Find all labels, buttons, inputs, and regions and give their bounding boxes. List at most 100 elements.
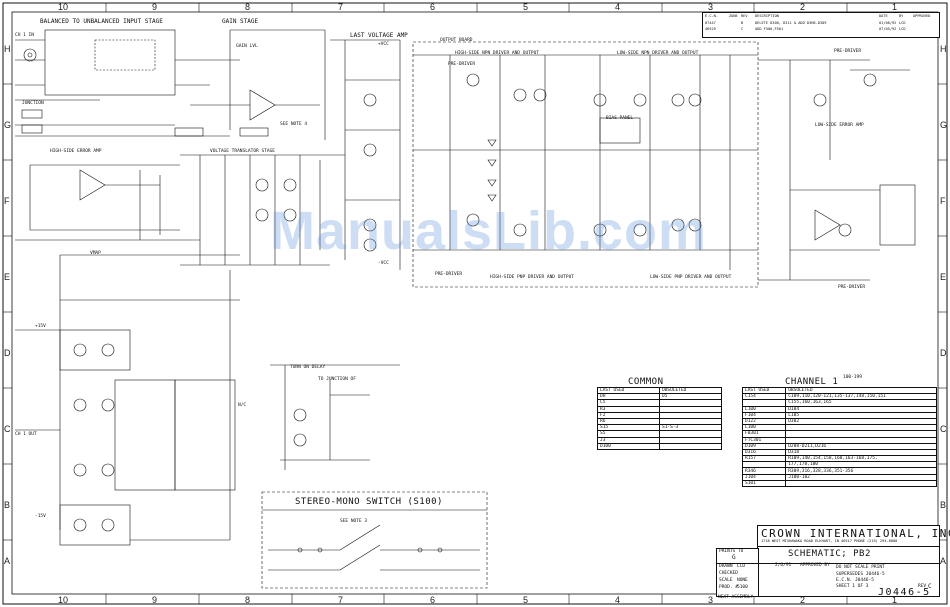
grid-col-bottom: 7: [338, 595, 344, 605]
table-cell: [785, 479, 937, 488]
revision-header: ZONE: [729, 14, 738, 18]
grid-col-top: 6: [430, 2, 436, 12]
revision-header: REV: [741, 14, 748, 18]
approved-by-label: APPROVED BY: [800, 563, 830, 568]
revision-cell: B: [741, 21, 744, 25]
grid-row-right: E: [940, 272, 947, 282]
vcc-pos-label: +VCC: [378, 42, 389, 47]
nc-label: N/C: [238, 403, 247, 408]
revision-cell: 07/05/92: [879, 27, 897, 31]
prints-to-label: PRINTS TO: [719, 549, 744, 554]
grid-col-top: 8: [245, 2, 251, 12]
grid-row-right: B: [940, 500, 947, 510]
revision-header: APPROVED: [913, 14, 931, 18]
hs-pnp-driver-label: HIGH-SIDE PNP DRIVER AND OUTPUT: [490, 275, 574, 280]
do-not-scale-label: DO NOT SCALE PRINT: [836, 565, 885, 570]
grid-col-top: 10: [58, 2, 69, 12]
grid-col-top: 9: [152, 2, 158, 12]
grid-col-bottom: 1: [892, 595, 898, 605]
to-junction-label: TO JUNCTION OF: [318, 377, 356, 382]
low-side-error-amp-label: LOW-SIDE ERROR AMP: [815, 123, 864, 128]
revision-cell: 46529: [705, 27, 716, 31]
pos-15v-label: +15V: [35, 324, 46, 329]
grid-col-top: 2: [800, 2, 806, 12]
gain-stage-label: GAIN STAGE: [222, 18, 259, 25]
grid-row-left: B: [4, 500, 11, 510]
grid-col-top: 1: [892, 2, 898, 12]
neg-15v-label: -15V: [35, 514, 46, 519]
grid-col-bottom: 10: [58, 595, 69, 605]
grid-row-right: F: [940, 196, 946, 206]
grid-col-bottom: 2: [800, 595, 806, 605]
revision-cell: 07447: [705, 21, 716, 25]
grid-col-top: 3: [708, 2, 714, 12]
table-row: D100: [597, 442, 722, 450]
vmap-label: VMAP: [90, 251, 101, 256]
prod-label: PROD. #: [719, 585, 738, 590]
rev-value: C: [928, 583, 932, 590]
grid-row-right: G: [940, 120, 948, 130]
sheet-label: SHEET 1 OF 3: [836, 584, 869, 589]
grid-col-bottom: 3: [708, 595, 714, 605]
schematic-title: SCHEMATIC; PB2: [788, 549, 871, 559]
checked-label: CHECKED: [719, 571, 738, 576]
bias-panel-label: BIAS PANEL: [606, 116, 634, 121]
note3-label: SEE NOTE 3: [340, 519, 368, 524]
hs-npn-driver-label: HIGH-SIDE NPN DRIVER AND OUTPUT: [455, 51, 539, 56]
scale-label: SCALE: [719, 578, 733, 583]
grid-col-bottom: 9: [152, 595, 158, 605]
grid-row-right: C: [940, 424, 947, 434]
revision-header: DATE: [879, 14, 888, 18]
grid-row-left: F: [4, 196, 10, 206]
supersedes-label: SUPERSEDES J0446-5: [836, 572, 885, 577]
balanced-input-label: BALANCED TO UNBALANCED INPUT STAGE: [40, 18, 163, 25]
channel-table-subtitle: 100-199: [843, 375, 862, 380]
grid-row-left: D: [4, 348, 11, 358]
grid-row-left: E: [4, 272, 11, 282]
grid-row-right: H: [940, 44, 947, 54]
drawn-by: LCD: [737, 564, 746, 569]
drawn-date: 2/6/91: [775, 563, 792, 568]
prints-to-code: G: [732, 554, 736, 561]
revision-cell: C: [741, 27, 744, 31]
vcc-neg-label: -VCC: [378, 261, 389, 266]
grid-col-bottom: 4: [615, 595, 621, 605]
voltage-translator-label: VOLTAGE TRANSLATOR STAGE: [210, 149, 276, 154]
company-address: 1718 WEST MISHAWAKA ROAD ELKHART, IN 465…: [761, 539, 898, 543]
revision-cell: LCD: [899, 21, 906, 25]
revision-cell: LCD: [899, 27, 906, 31]
output-board-label: OUTPUT BOARD: [440, 38, 473, 43]
grid-row-left: G: [4, 120, 12, 130]
grid-row-left: H: [4, 44, 11, 54]
rev-label: REV: [918, 584, 927, 589]
table-row: S101: [741, 479, 937, 488]
revision-header: BY: [899, 14, 904, 18]
prod-value: 5100: [737, 585, 748, 590]
gain-level-label: GAIN LVL: [236, 44, 258, 49]
title-block: CROWN INTERNATIONAL, INC. 1718 WEST MISH…: [757, 525, 950, 598]
pre-driver-bottom-right-label: PRE-DRIVER: [838, 285, 866, 290]
ch1-out-label: CH 1 OUT: [15, 432, 37, 437]
pre-driver-right-label: PRE-DRIVER: [834, 49, 862, 54]
high-side-error-amp-label: HIGH-SIDE ERROR AMP: [50, 149, 102, 154]
pre-driver-top-label: PRE-DRIVER: [448, 62, 476, 67]
table-cell: S101: [741, 479, 787, 488]
grid-col-bottom: 5: [523, 595, 529, 605]
drawing-number: J0446-5: [878, 587, 931, 598]
note4-label: SEE NOTE 4: [280, 122, 308, 127]
drawing-info-block: DRAWN LCD CHECKED SCALE NONE PROD. # 510…: [716, 562, 759, 597]
next-assembly-label: NEXT ASSEMBLY: [718, 595, 754, 600]
ecn-label: E.C.N. J0446-5: [836, 578, 874, 583]
ls-pnp-driver-label: LOW-SIDE PNP DRIVER AND OUTPUT: [650, 275, 732, 280]
company-name: CROWN INTERNATIONAL, INC.: [761, 527, 950, 540]
turn-on-delay-label: TURN ON DELAY: [290, 365, 326, 370]
last-voltage-amp-label: LAST VOLTAGE AMP: [350, 32, 408, 39]
grid-row-left: A: [4, 556, 11, 566]
revision-cell: ADD F500,F501: [755, 27, 784, 31]
revision-header: DESCRIPTION: [755, 14, 779, 18]
pre-driver-bottom-label: PRE-DRIVER: [435, 272, 463, 277]
grid-col-bottom: 6: [430, 595, 436, 605]
